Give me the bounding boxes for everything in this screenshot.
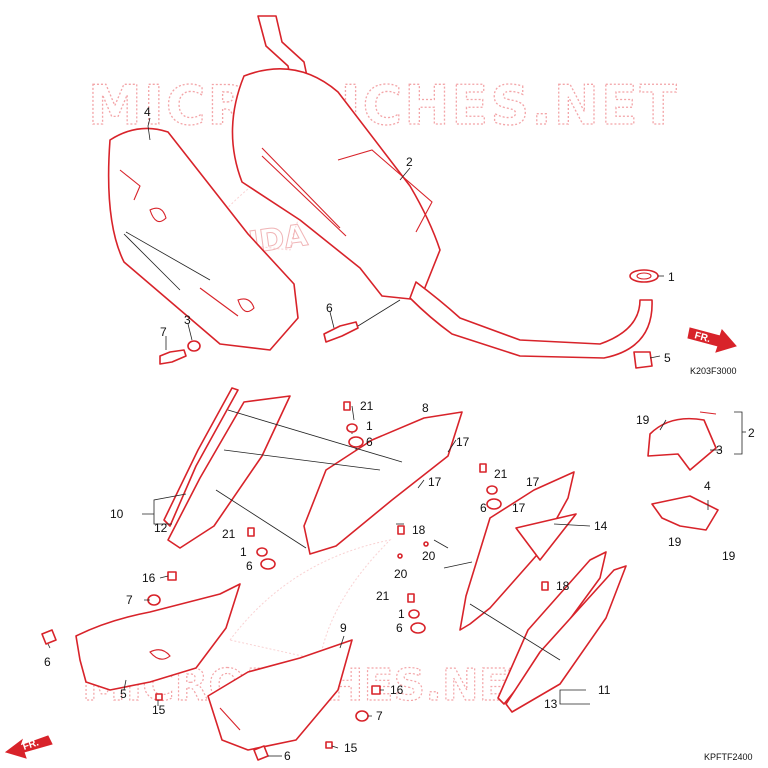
callout-17b: 17 xyxy=(428,475,442,489)
small-cover-2 xyxy=(647,411,717,471)
callout-1d: 1 xyxy=(398,607,405,621)
callout-19: 19 xyxy=(636,413,650,427)
callout-3: 3 xyxy=(184,313,191,327)
side-cover-right-inner xyxy=(505,565,627,713)
callout-18b: 18 xyxy=(556,579,570,593)
callout-6f: 6 xyxy=(44,655,51,669)
callout-1: 1 xyxy=(668,270,675,284)
callout-11: 11 xyxy=(598,683,611,697)
pipe-gasket xyxy=(629,269,659,283)
callout-4: 4 xyxy=(144,105,151,119)
callout-13: 13 xyxy=(544,697,558,711)
callout-5: 5 xyxy=(664,351,671,365)
callout-15a: 15 xyxy=(152,703,166,717)
small-cover-4 xyxy=(651,495,719,531)
callout-6d: 6 xyxy=(480,501,487,515)
center-cover-8 xyxy=(303,411,463,555)
callout-12: 12 xyxy=(154,521,168,535)
callout-1b: 1 xyxy=(366,419,373,433)
side-cover-left-inner xyxy=(167,395,291,549)
callout-6e: 6 xyxy=(396,621,403,635)
front-direction-label-bottom: FR. xyxy=(22,737,41,753)
callout-15b: 15 xyxy=(344,741,358,755)
callout-8: 8 xyxy=(422,401,429,415)
callout-16a: 16 xyxy=(142,571,156,585)
callout-21b: 21 xyxy=(222,527,236,541)
front-direction-arrow-bottom: FR. xyxy=(4,735,53,759)
lower-cover-9 xyxy=(207,639,353,751)
front-direction-label: FR. xyxy=(693,330,712,345)
callout-4b: 4 xyxy=(704,479,711,493)
callout-21: 21 xyxy=(360,399,374,413)
watermark-top: MICROPICHES.NET xyxy=(88,74,679,137)
callout-5b: 5 xyxy=(120,687,127,701)
side-cover-left-outer xyxy=(163,387,239,527)
callout-17a: 17 xyxy=(456,435,470,449)
muffler-bolt-6 xyxy=(323,321,359,343)
callout-2: 2 xyxy=(406,155,413,169)
protector-bolt-7 xyxy=(159,349,187,365)
callout-6b: 6 xyxy=(366,435,373,449)
callout-17c: 17 xyxy=(526,475,540,489)
callout-6g: 6 xyxy=(284,749,291,763)
callout-6: 6 xyxy=(326,301,333,315)
callout-7b: 7 xyxy=(126,593,133,607)
callout-3b: 3 xyxy=(716,443,723,457)
callout-21c: 21 xyxy=(494,467,508,481)
pipe-nut xyxy=(633,351,653,369)
callout-9: 9 xyxy=(340,621,347,635)
callout-6c: 6 xyxy=(246,559,253,573)
callout-19c: 19 xyxy=(722,549,736,563)
lower-cover-5 xyxy=(75,583,241,691)
exhaust-pipe xyxy=(409,281,653,359)
callout-14: 14 xyxy=(594,519,608,533)
callout-17d: 17 xyxy=(512,501,526,515)
protector-washer-3 xyxy=(187,340,201,352)
callout-20a: 20 xyxy=(394,567,408,581)
callout-10: 10 xyxy=(110,507,124,521)
wing-logo-ghost-bottom xyxy=(229,539,392,661)
center-cover-14 xyxy=(459,471,577,631)
callout-1c: 1 xyxy=(240,545,247,559)
callout-21d: 21 xyxy=(376,589,390,603)
callout-18a: 18 xyxy=(412,523,426,537)
callout-7: 7 xyxy=(160,325,167,339)
muffler-body xyxy=(231,68,441,301)
callout-19b: 19 xyxy=(668,535,682,549)
front-direction-arrow: FR. xyxy=(687,327,737,353)
muffler-protector xyxy=(107,127,299,351)
callout-20b: 20 xyxy=(422,549,436,563)
fasteners-middle xyxy=(247,401,549,634)
diagram-code-upper: K203F3000 xyxy=(690,366,737,376)
callout-2b: 2 xyxy=(748,426,755,440)
diagram-code-lower: KPFTF2400 xyxy=(704,752,753,762)
callout-7c: 7 xyxy=(376,709,383,723)
callout-16b: 16 xyxy=(390,683,404,697)
